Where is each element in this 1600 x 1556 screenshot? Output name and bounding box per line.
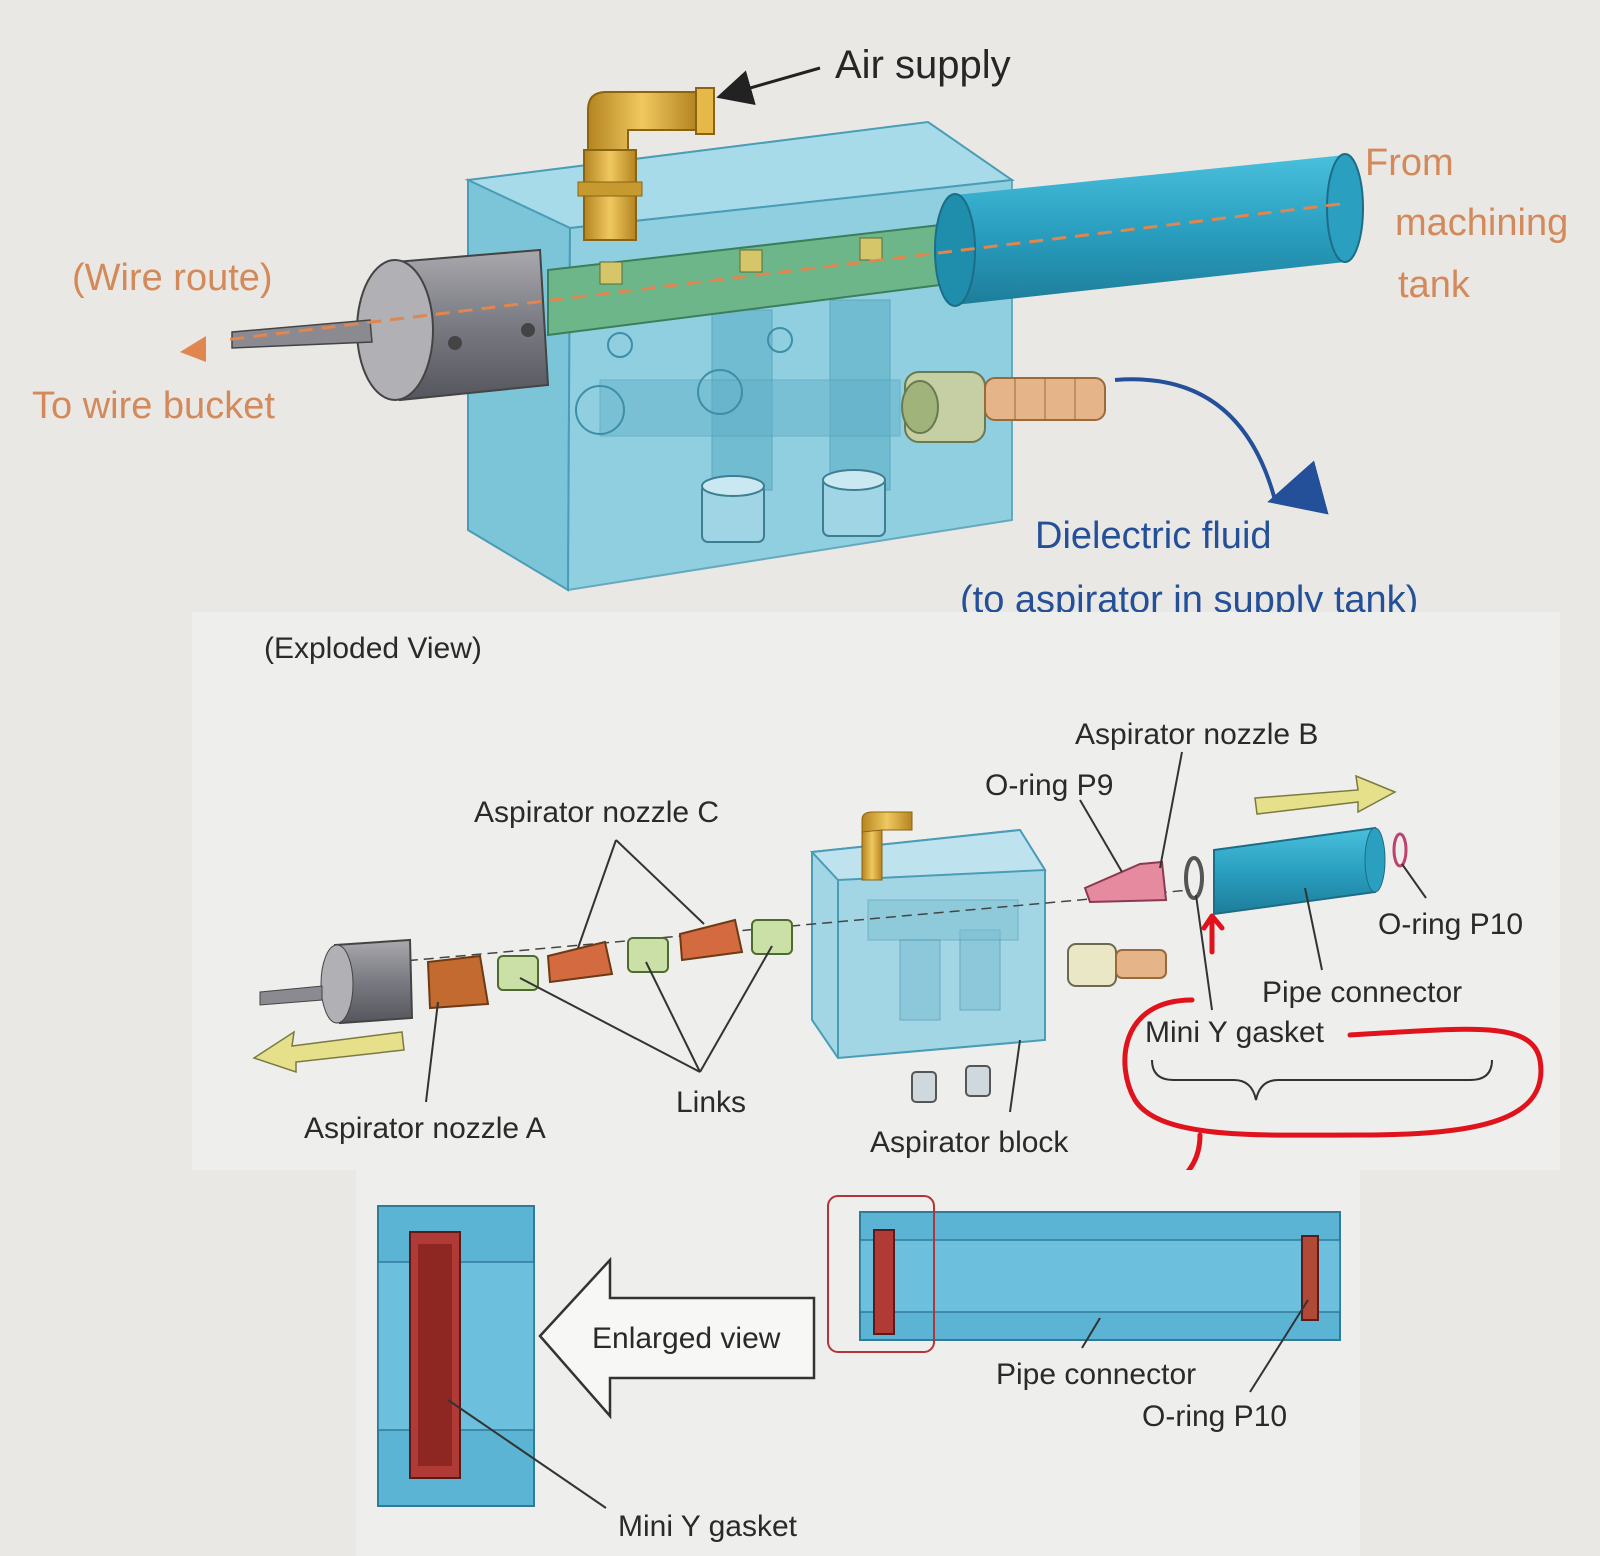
wire-route-line [224, 202, 1341, 342]
leader-lines [425, 751, 1427, 1113]
aspirator-block-label: Aspirator block [870, 1126, 1069, 1159]
mini-y-gasket-label: Mini Y gasket [1145, 1016, 1325, 1049]
from-label: From [1365, 142, 1454, 184]
links-label: Links [676, 1086, 746, 1119]
mini-y-brace [1151, 1059, 1493, 1101]
machining-label: machining [1395, 202, 1568, 244]
aspirator-nozzle-c-label: Aspirator nozzle C [474, 796, 719, 829]
pipe-connector-section-label: Pipe connector [996, 1358, 1196, 1391]
tank-label: tank [1398, 264, 1471, 306]
mini-y-gasket-section-label: Mini Y gasket [618, 1510, 798, 1543]
o-ring-p10-leader [1249, 1299, 1309, 1393]
dielectric-outlet-fitting [901, 371, 1106, 443]
enlarged-view-arrow [538, 1256, 816, 1420]
aspirator-nozzle-b-label: Aspirator nozzle B [1075, 718, 1318, 751]
pipe-connector-3d [934, 153, 1364, 307]
enlarged-view: Enlarged view Pipe connector O-ring P10 … [356, 1170, 1360, 1556]
air-supply-elbow [577, 87, 715, 241]
aspirator-block-3d [464, 120, 1015, 592]
enlarged-view-label: Enlarged view [592, 1322, 781, 1355]
mini-y-gasket-leader [447, 1399, 607, 1509]
pipe-connector-leader [1081, 1317, 1101, 1349]
o-ring-p10-section-label: O-ring P10 [1142, 1400, 1287, 1433]
pipe-connector-label: Pipe connector [1262, 976, 1462, 1009]
pipe-connector-section [827, 1195, 1341, 1353]
yellow-arrow-left [252, 1030, 405, 1074]
exploded-parts [259, 826, 1408, 1025]
exploded-view: (Exploded View) [192, 612, 1560, 1270]
enlarged-detail [377, 1205, 535, 1507]
air-supply-arrow [716, 66, 821, 106]
yellow-arrow-right [1254, 774, 1397, 815]
o-ring-p9-label: O-ring P9 [985, 769, 1113, 802]
air-supply-label: Air supply [835, 43, 1011, 87]
aspirator-nozzle-a-label: Aspirator nozzle A [304, 1112, 546, 1145]
wire-outlet-cap [231, 248, 550, 402]
wire-route-arrowhead [180, 336, 206, 362]
aspirator-block-exploded [809, 811, 1047, 1103]
dielectric-fluid-arrow [1114, 377, 1329, 515]
assembled-view: Air supply From machining tank (Wire rou… [32, 43, 1568, 621]
wire-route-label: (Wire route) [72, 257, 273, 299]
dielectric-fluid-label: Dielectric fluid [1035, 515, 1272, 557]
to-wire-bucket-label: To wire bucket [32, 385, 275, 427]
exploded-view-title: (Exploded View) [264, 632, 482, 665]
o-ring-p10-label: O-ring P10 [1378, 908, 1523, 941]
